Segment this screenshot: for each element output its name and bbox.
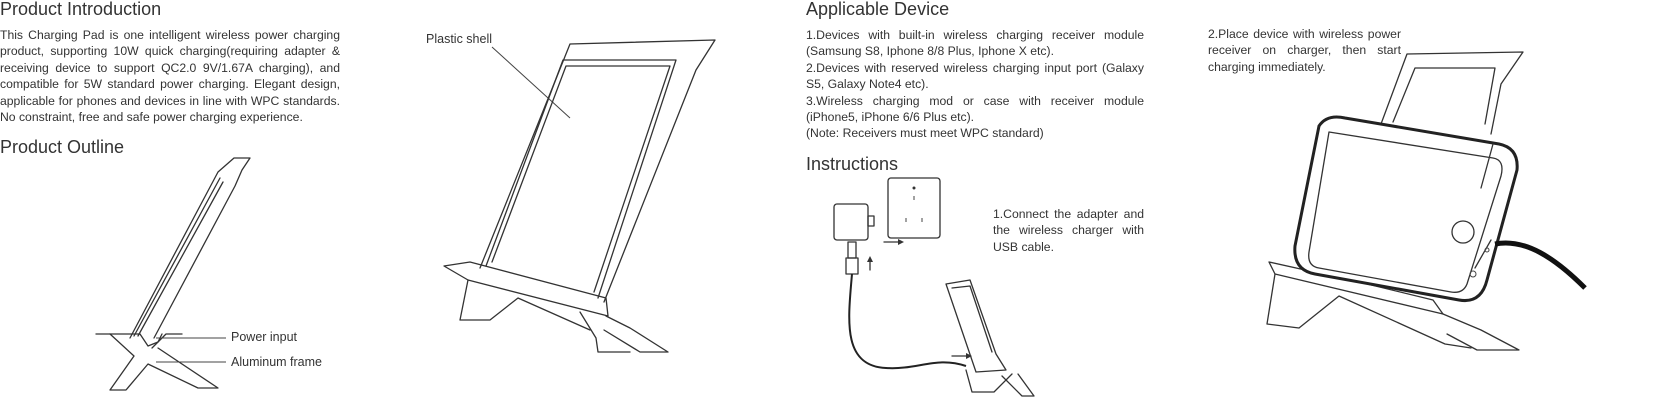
intro-text: This Charging Pad is one intelligent wir… [0,28,340,125]
device-item: 2.Devices with reserved wireless chargin… [806,60,1144,92]
instruction-step-2: 2.Place device with wireless power recei… [1208,27,1401,74]
device-item: 1.Devices with built-in wireless chargin… [806,28,1144,59]
intro-title: Product Introduction [0,0,162,19]
label-aluminum-frame: Aluminum frame [231,355,322,369]
devices-list: 1.Devices with built-in wireless chargin… [806,27,1144,142]
devices-title: Applicable Device [806,0,950,19]
device-item: 3.Wireless charging mod or case with rec… [806,93,1144,125]
stand-front-illustration [443,39,716,353]
stand-side-illustration [95,157,251,391]
outline-leader-lines [156,337,226,363]
instructions-title: Instructions [806,154,899,174]
label-power-input: Power input [231,330,298,344]
label-plastic-shell: Plastic shell [426,32,492,46]
device-note: (Note: Receivers must meet WPC standard) [806,126,1044,141]
outline-title: Product Outline [0,137,125,157]
adapter-connection-illustration [833,177,1035,397]
phone-on-charger-illustration [1266,51,1587,351]
instruction-step-1: 1.Connect the adapter and the wireless c… [993,207,1144,254]
